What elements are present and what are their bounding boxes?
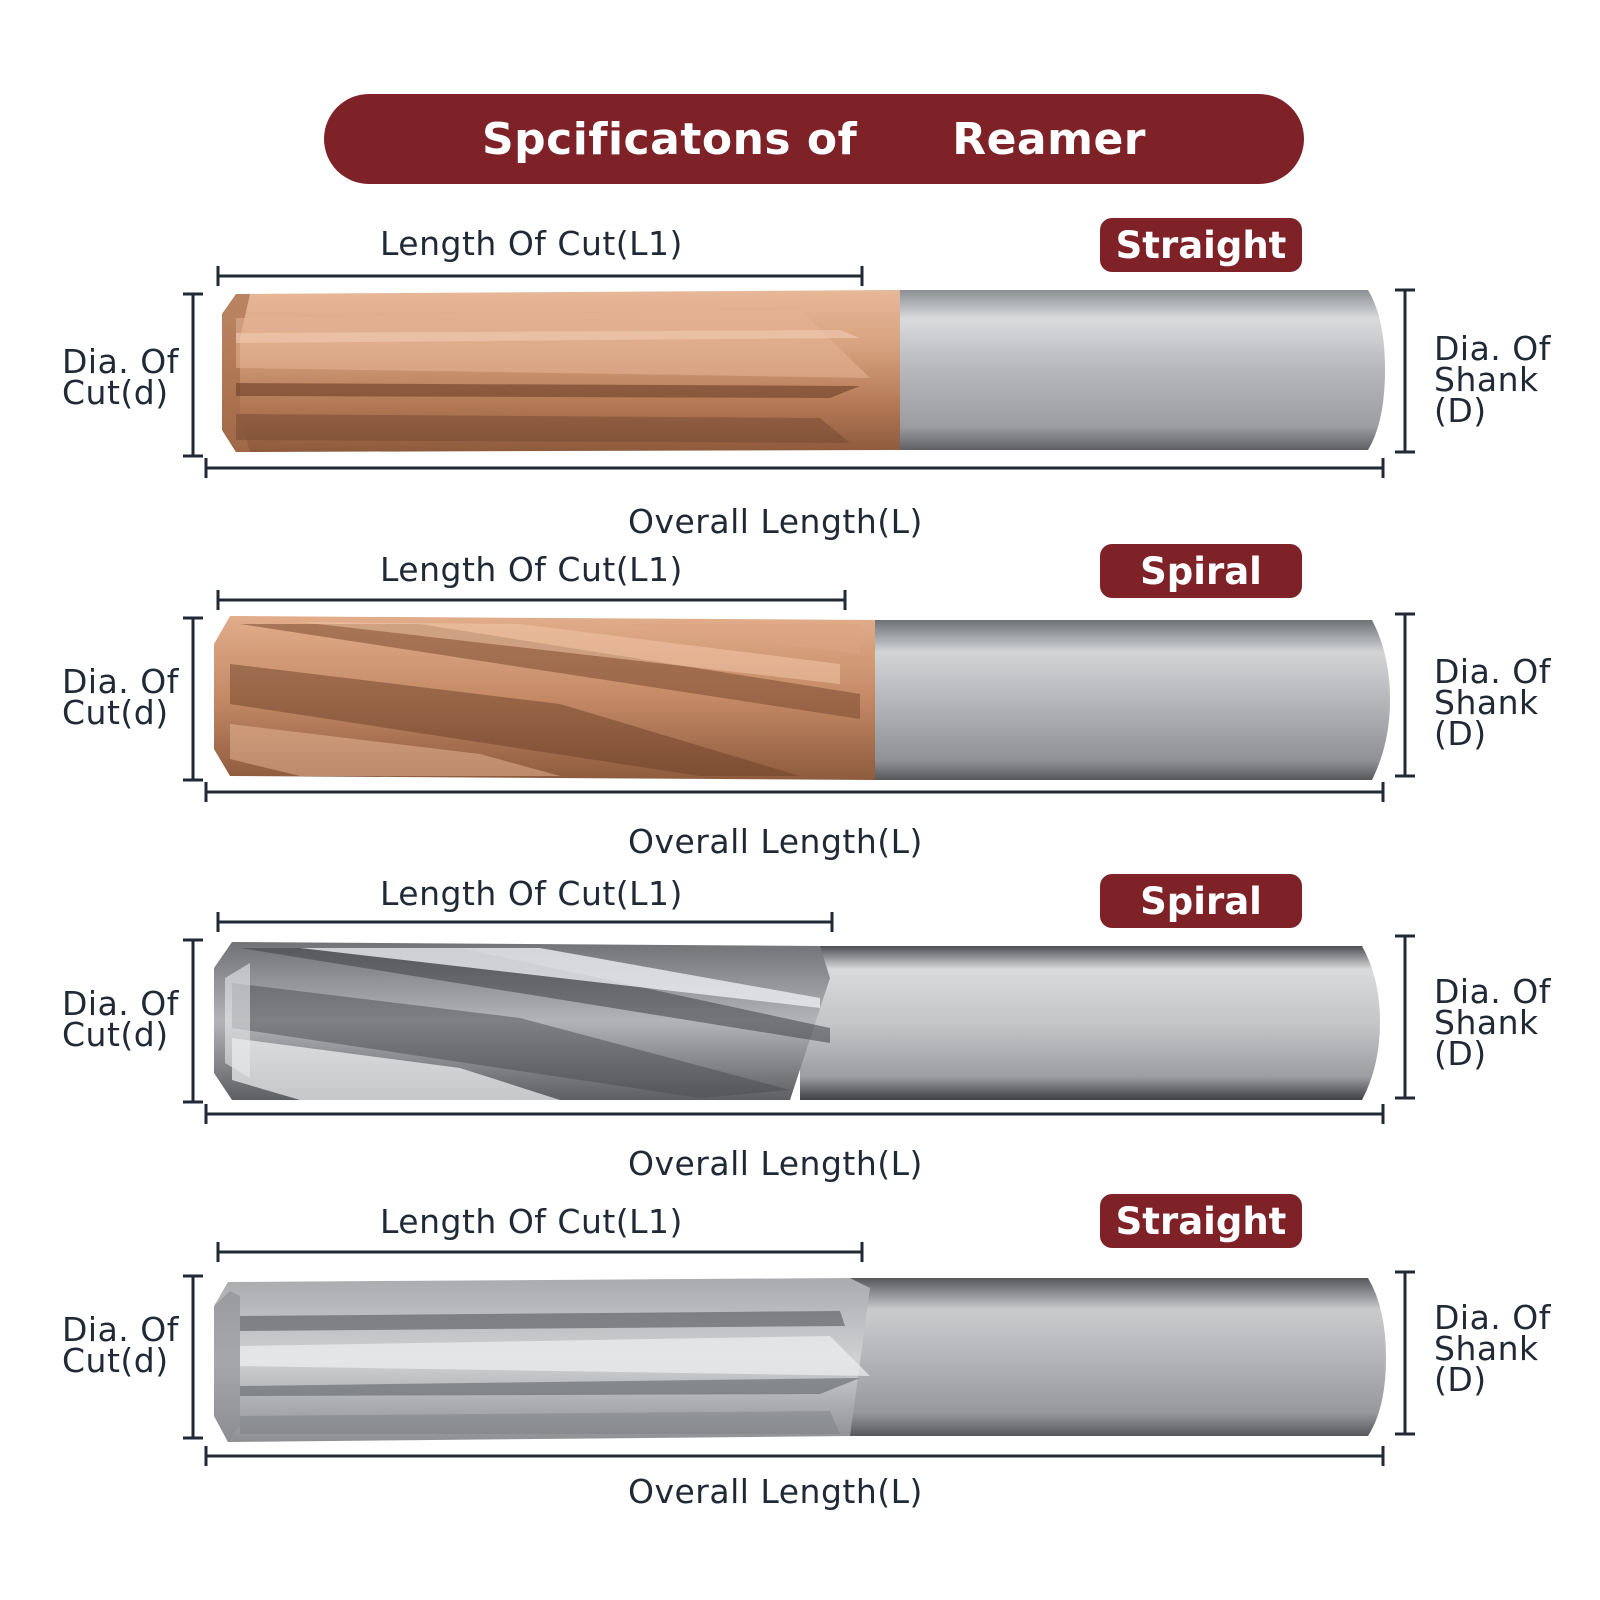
length-of-cut-label: Length Of Cut(L1) — [380, 224, 683, 263]
overall-length-label: Overall Length(L) — [628, 822, 923, 861]
reamer-drawing — [183, 590, 1415, 802]
title-gap — [857, 114, 952, 165]
flute-type-badge: Straight — [1100, 218, 1302, 272]
reamer-drawing — [183, 912, 1415, 1124]
reamer-drawing — [183, 1242, 1415, 1466]
length-of-cut-label: Length Of Cut(L1) — [380, 550, 683, 589]
title-part1: Spcificatons of — [481, 113, 858, 165]
overall-length-label: Overall Length(L) — [628, 1472, 923, 1511]
length-of-cut-label: Length Of Cut(L1) — [380, 1202, 683, 1241]
overall-length-label: Overall Length(L) — [628, 1144, 923, 1183]
length-of-cut-label: Length Of Cut(L1) — [380, 874, 683, 913]
title-part2: Reamer — [952, 113, 1147, 165]
reamer-drawing — [183, 266, 1415, 478]
title-banner: Spcificatons of Reamer — [324, 94, 1304, 184]
overall-length-label: Overall Length(L) — [628, 502, 923, 541]
flute-type-badge: Spiral — [1100, 874, 1302, 928]
flute-type-badge: Straight — [1100, 1194, 1302, 1248]
flute-type-badge: Spiral — [1100, 544, 1302, 598]
